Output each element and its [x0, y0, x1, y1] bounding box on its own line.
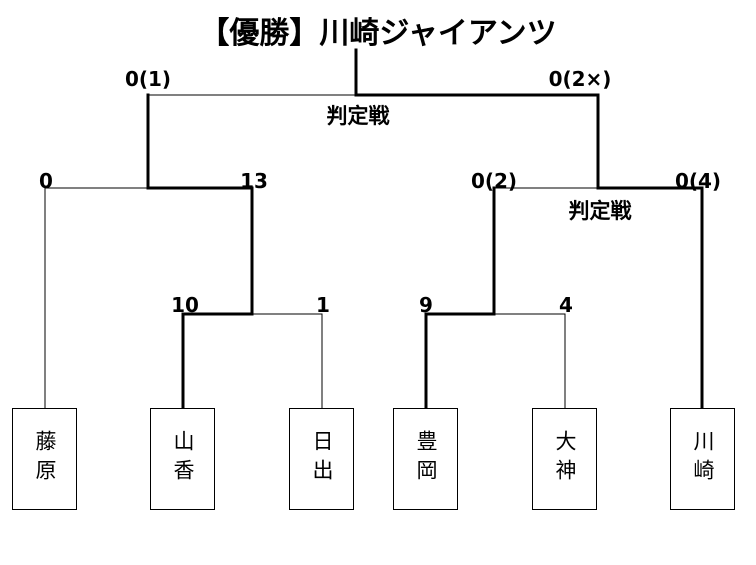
r2-right-score-kawasaki: 0(4)	[674, 169, 722, 193]
team-box-kawasaki: 川崎	[670, 408, 735, 510]
r2-right-score-toyooka: 0(2)	[470, 169, 518, 193]
team-box-ogami: 大神	[532, 408, 597, 510]
playoff-label-semifinal: 判定戦	[568, 199, 632, 223]
final-score-left: 0(1)	[124, 67, 172, 91]
team-box-yamaga: 山香	[150, 408, 215, 510]
team-name: 川崎	[691, 430, 716, 488]
r2-left-score-fujiwara: 0	[39, 169, 53, 193]
r2-left-score-yamaga: 13	[240, 169, 268, 193]
r1-left-score-hiji: 1	[316, 293, 330, 317]
team-box-toyooka: 豊岡	[393, 408, 458, 510]
team-name: 大神	[553, 430, 578, 488]
team-name: 山香	[171, 430, 196, 488]
team-name: 日出	[310, 430, 335, 488]
r1-right-score-ogami: 4	[559, 293, 573, 317]
team-name: 藤原	[33, 430, 58, 488]
team-box-hiji: 日出	[289, 408, 354, 510]
team-name: 豊岡	[414, 430, 439, 488]
playoff-label-final: 判定戦	[326, 104, 390, 128]
r1-right-score-toyooka: 9	[419, 293, 433, 317]
tournament-title: 【優勝】川崎ジャイアンツ	[199, 16, 557, 51]
team-box-fujiwara: 藤原	[12, 408, 77, 510]
final-score-right: 0(2×)	[548, 67, 612, 91]
r1-left-score-yamaga: 10	[171, 293, 199, 317]
